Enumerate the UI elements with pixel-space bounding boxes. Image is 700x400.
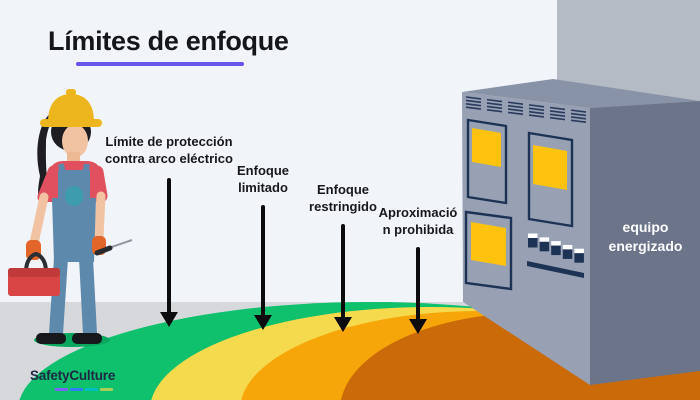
- page-title: Límites de enfoque: [48, 26, 289, 56]
- label-line: equipo: [622, 219, 669, 235]
- arrow-head-icon: [160, 312, 178, 327]
- toolbox-handle: [24, 251, 48, 273]
- label-line: contra arco eléctrico: [105, 151, 233, 166]
- equipment-label: equipo energizado: [583, 218, 700, 256]
- hard-hat: [48, 94, 94, 122]
- logo-underline-segment: [55, 388, 68, 391]
- label-line: Enfoque: [237, 163, 289, 178]
- arrow-head-icon: [254, 315, 272, 330]
- arrow-head-icon: [409, 319, 427, 334]
- arrow-shaft: [416, 247, 420, 321]
- hard-hat-ridge: [66, 89, 76, 96]
- right-wall: [557, 0, 700, 310]
- logo-underline-segment: [70, 388, 83, 391]
- arrow-limited-approach: [254, 205, 272, 330]
- forearm-left: [29, 192, 49, 248]
- bib-pocket: [65, 186, 83, 206]
- glove-left: [26, 240, 41, 260]
- overalls-bib: [58, 170, 90, 204]
- logo-underline-segment: [100, 388, 113, 391]
- panel-windows: [471, 128, 567, 266]
- title-underline: [76, 62, 244, 66]
- toolbox-lid: [8, 268, 60, 277]
- glove-right: [92, 236, 106, 255]
- arrow-arc-flash-protection: [160, 178, 178, 327]
- screwdriver-blade: [102, 239, 133, 251]
- arrow-shaft: [341, 224, 345, 319]
- arrow-prohibited-approach: [409, 247, 427, 334]
- arrow-restricted-approach: [334, 224, 352, 332]
- label-line: limitado: [238, 180, 288, 195]
- arrow-shaft: [167, 178, 171, 314]
- label-prohibited-approach: Aproximació n prohibida: [358, 204, 478, 238]
- label-line: Aproximació: [378, 205, 458, 220]
- toolbox: [8, 268, 60, 296]
- label-line: Límite de protección: [105, 134, 233, 149]
- arrow-head-icon: [334, 317, 352, 332]
- label-line: energizado: [608, 238, 683, 254]
- hard-hat-brim: [40, 119, 102, 127]
- hair-ponytail: [37, 112, 60, 201]
- shirt: [48, 161, 102, 202]
- logo-underline-segment: [85, 388, 98, 391]
- safetyculture-logo: SafetyCulture: [30, 368, 116, 383]
- label-line: Enfoque: [317, 182, 369, 197]
- screwdriver-handle: [94, 245, 113, 256]
- label-arc-flash-protection: Límite de protección contra arco eléctri…: [79, 133, 259, 167]
- forearm-right: [94, 191, 106, 243]
- sleeve-right: [90, 165, 108, 203]
- logo-underline: [55, 388, 113, 391]
- label-limited-approach: Enfoque limitado: [213, 162, 313, 196]
- sleeve-left: [37, 165, 61, 204]
- arrow-shaft: [261, 205, 265, 317]
- label-line: n prohibida: [382, 222, 454, 237]
- label-restricted-approach: Enfoque restringido: [283, 181, 403, 215]
- overalls-hips: [52, 198, 96, 262]
- label-line: restringido: [309, 199, 377, 214]
- overalls-strap-left: [58, 163, 67, 181]
